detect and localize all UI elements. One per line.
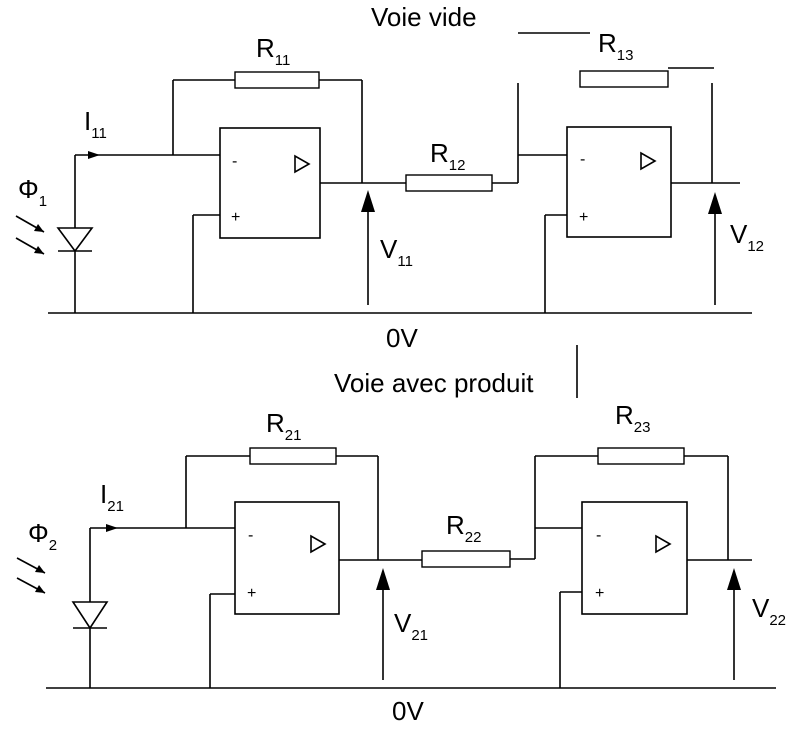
top-r11-label: R11 [256, 33, 290, 69]
bottom-opamp-2-minus: - [596, 527, 601, 544]
bottom-circuit: Voie avec produit 0V Φ2 I21 - + R21 [16, 345, 786, 726]
top-opamp-1-symbol-icon [294, 154, 311, 174]
top-r12-label: R12 [430, 138, 465, 174]
bottom-v22-label: V22 [752, 593, 786, 629]
top-circuit-title: Voie vide [371, 2, 477, 32]
top-resistor-r11 [234, 71, 320, 89]
top-r13-label: R13 [598, 28, 633, 64]
bottom-resistor-r21 [249, 447, 337, 465]
top-opamp-2 [566, 126, 672, 238]
bottom-phi-label: Φ2 [28, 518, 57, 554]
top-resistor-r12 [405, 174, 493, 192]
bottom-v21-arrowhead-icon [376, 568, 390, 590]
bottom-opamp-1-symbol-icon [310, 534, 327, 554]
top-opamp-1-minus: - [232, 153, 237, 170]
bottom-v22-arrowhead-icon [727, 568, 741, 590]
bottom-opamp-2-symbol-icon [655, 534, 672, 554]
top-v12-arrowhead-icon [708, 192, 722, 214]
top-phi-label: Φ1 [18, 174, 47, 210]
top-photodiode-icon [56, 227, 94, 253]
bottom-light-arrowhead-icon [35, 565, 45, 573]
top-ground-label: 0V [386, 323, 418, 353]
top-opamp-2-minus: - [580, 151, 585, 168]
bottom-r21-label: R21 [266, 408, 301, 444]
top-light-arrowhead-icon [34, 224, 44, 232]
top-light-arrowhead-icon [34, 246, 44, 254]
bottom-opamp-1 [234, 501, 340, 615]
bottom-circuit-title: Voie avec produit [334, 368, 534, 398]
bottom-r22-label: R22 [446, 510, 481, 546]
bottom-opamp-1-plus: + [247, 585, 256, 602]
top-opamp-2-plus: + [579, 209, 588, 226]
bottom-light-arrowhead-icon [35, 585, 45, 593]
bottom-photodiode-icon [71, 601, 109, 630]
top-current-label: I11 [84, 106, 107, 142]
top-resistor-r13 [579, 70, 669, 88]
bottom-opamp-1-minus: - [248, 527, 253, 544]
top-opamp-2-symbol-icon [640, 151, 657, 171]
top-v11-arrowhead-icon [361, 190, 375, 212]
bottom-current-label: I21 [100, 479, 124, 515]
top-v12-label: V12 [730, 219, 764, 255]
top-v11-label: V11 [380, 234, 413, 270]
bottom-r23-label: R23 [615, 400, 650, 436]
top-current-arrowhead-icon [88, 151, 100, 159]
bottom-ground-label: 0V [392, 696, 424, 726]
bottom-opamp-2-plus: + [595, 585, 604, 602]
bottom-current-arrowhead-icon [106, 524, 118, 532]
bottom-resistor-r22 [421, 550, 511, 568]
bottom-opamp-2 [581, 501, 688, 615]
bottom-resistor-r23 [597, 447, 685, 465]
top-opamp-1-plus: + [231, 209, 240, 226]
bottom-v21-label: V21 [394, 608, 428, 644]
top-circuit: Voie vide 0V Φ1 I11 - + R11 [15, 2, 764, 353]
